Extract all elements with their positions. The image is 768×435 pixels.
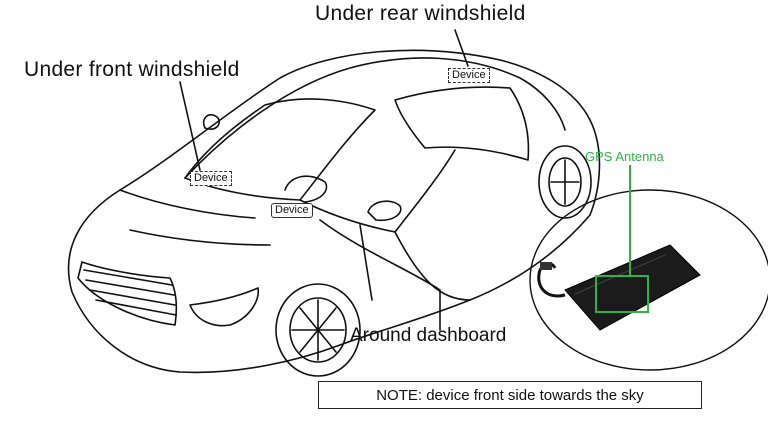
side-mirror (367, 200, 402, 222)
rear-window (394, 86, 530, 161)
hood-line (119, 189, 256, 219)
label-dashboard: Around dashboard (350, 325, 507, 346)
side-line (394, 231, 471, 301)
device-tag-front: Device (190, 171, 232, 186)
front-grille (77, 261, 178, 326)
device-tag-rear: Device (448, 68, 490, 83)
gps-device-group (529, 165, 768, 371)
note-text: NOTE: device front side towards the sky (376, 386, 644, 404)
front-wheel (275, 283, 361, 377)
leader-rear (454, 29, 469, 67)
car-roof (184, 57, 566, 179)
device-tag-dashboard: Device (271, 203, 313, 218)
leader-front (179, 81, 201, 171)
gps-antenna-marker (595, 275, 649, 313)
leader-dash (319, 219, 441, 331)
note-box: NOTE: device front side towards the sky (318, 381, 702, 409)
gps-device-body (564, 244, 701, 331)
label-front-windshield: Under front windshield (24, 58, 240, 81)
front-windshield (184, 98, 376, 201)
label-rear-windshield: Under rear windshield (315, 2, 526, 25)
headlight (189, 287, 259, 327)
label-gps-antenna: GPS Antenna (585, 149, 664, 164)
car-body-outline (67, 49, 601, 374)
rear-wheel (538, 145, 592, 219)
